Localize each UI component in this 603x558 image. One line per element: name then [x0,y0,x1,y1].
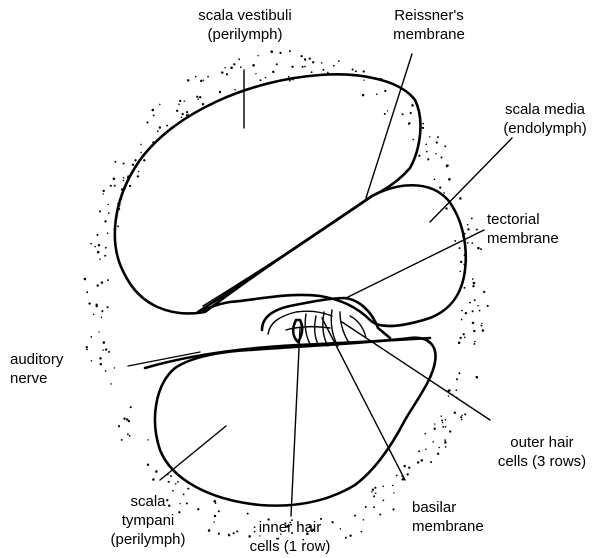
pointer-basilar-membrane [322,318,405,480]
label-auditory-nerve: auditory nerve [10,350,63,388]
label-basilar-membrane: basilar membrane [412,498,484,536]
label-outer-hair-cells-line2: cells (3 rows) [498,452,586,471]
label-scala-vestibuli-line2: (perilymph) [198,25,291,44]
pointer-inner-hair-cells [291,328,300,516]
label-scala-tympani: scala tympani (perilymph) [110,492,185,549]
label-auditory-nerve-line2: nerve [10,369,63,388]
label-scala-media-line2: (endolymph) [503,119,586,138]
label-tectorial-membrane: tectorial membrane [487,210,559,248]
label-scala-tympani-line1: scala [110,492,185,511]
label-scala-vestibuli: scala vestibuli (perilymph) [198,6,291,44]
label-outer-hair-cells: outer hair cells (3 rows) [498,433,586,471]
pointer-outer-hair-cells [342,322,490,420]
pointer-auditory-nerve [128,352,200,366]
label-reissners-membrane-line2: membrane [393,25,465,44]
label-scala-tympani-line3: (perilymph) [110,530,185,549]
label-inner-hair-cells-line2: cells (1 row) [250,537,331,556]
pointer-tectorial-membrane [346,230,484,298]
label-scala-tympani-line2: tympani [110,511,185,530]
label-reissners-membrane: Reissner's membrane [393,6,465,44]
label-basilar-membrane-line1: basilar [412,498,484,517]
label-scala-vestibuli-line1: scala vestibuli [198,6,291,25]
label-basilar-membrane-line2: membrane [412,517,484,536]
label-inner-hair-cells: inner hair cells (1 row) [250,518,331,556]
label-tectorial-membrane-line1: tectorial [487,210,559,229]
pointer-scala-tympani [160,426,226,480]
label-auditory-nerve-line1: auditory [10,350,63,369]
label-tectorial-membrane-line2: membrane [487,229,559,248]
label-outer-hair-cells-line1: outer hair [498,433,586,452]
label-reissners-membrane-line1: Reissner's [393,6,465,25]
label-scala-media: scala media (endolymph) [503,100,586,138]
label-scala-media-line1: scala media [503,100,586,119]
pointer-reissners-membrane [366,54,412,198]
label-inner-hair-cells-line1: inner hair [250,518,331,537]
